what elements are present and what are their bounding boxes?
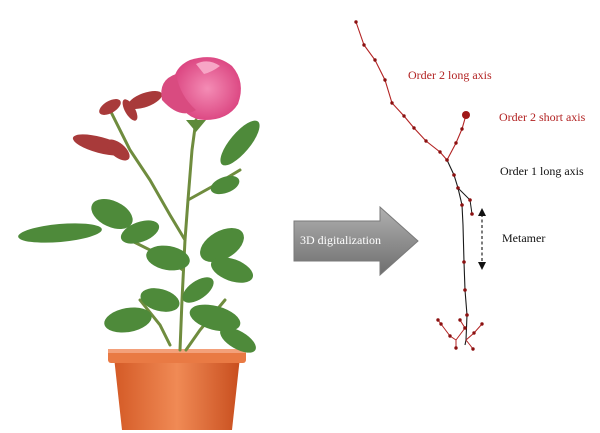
order1-long-axis-label: Order 1 long axis bbox=[500, 164, 584, 178]
order2-short-axis-label: Order 2 short axis bbox=[499, 110, 586, 124]
metamer-arrow bbox=[478, 208, 486, 270]
flower-pot bbox=[108, 349, 246, 430]
order2-short-axis-apex bbox=[462, 111, 470, 119]
basal-branches bbox=[437, 319, 483, 350]
digitalization-arrow bbox=[293, 205, 419, 277]
order1-nodes bbox=[445, 158, 474, 330]
digitalization-arrow-label: 3D digitalization bbox=[300, 233, 381, 247]
order2-long-axis-label: Order 2 long axis bbox=[408, 68, 492, 82]
plant-leaves bbox=[18, 120, 260, 353]
plant-skeleton bbox=[354, 20, 486, 351]
order2-long-axis-line bbox=[355, 21, 448, 161]
rose-plant-illustration bbox=[18, 57, 260, 430]
order2-nodes bbox=[354, 20, 484, 351]
metamer-label: Metamer bbox=[502, 231, 546, 245]
rose-flower bbox=[161, 57, 241, 132]
order2-short-axis-line bbox=[446, 114, 467, 161]
young-red-leaves bbox=[72, 90, 163, 161]
